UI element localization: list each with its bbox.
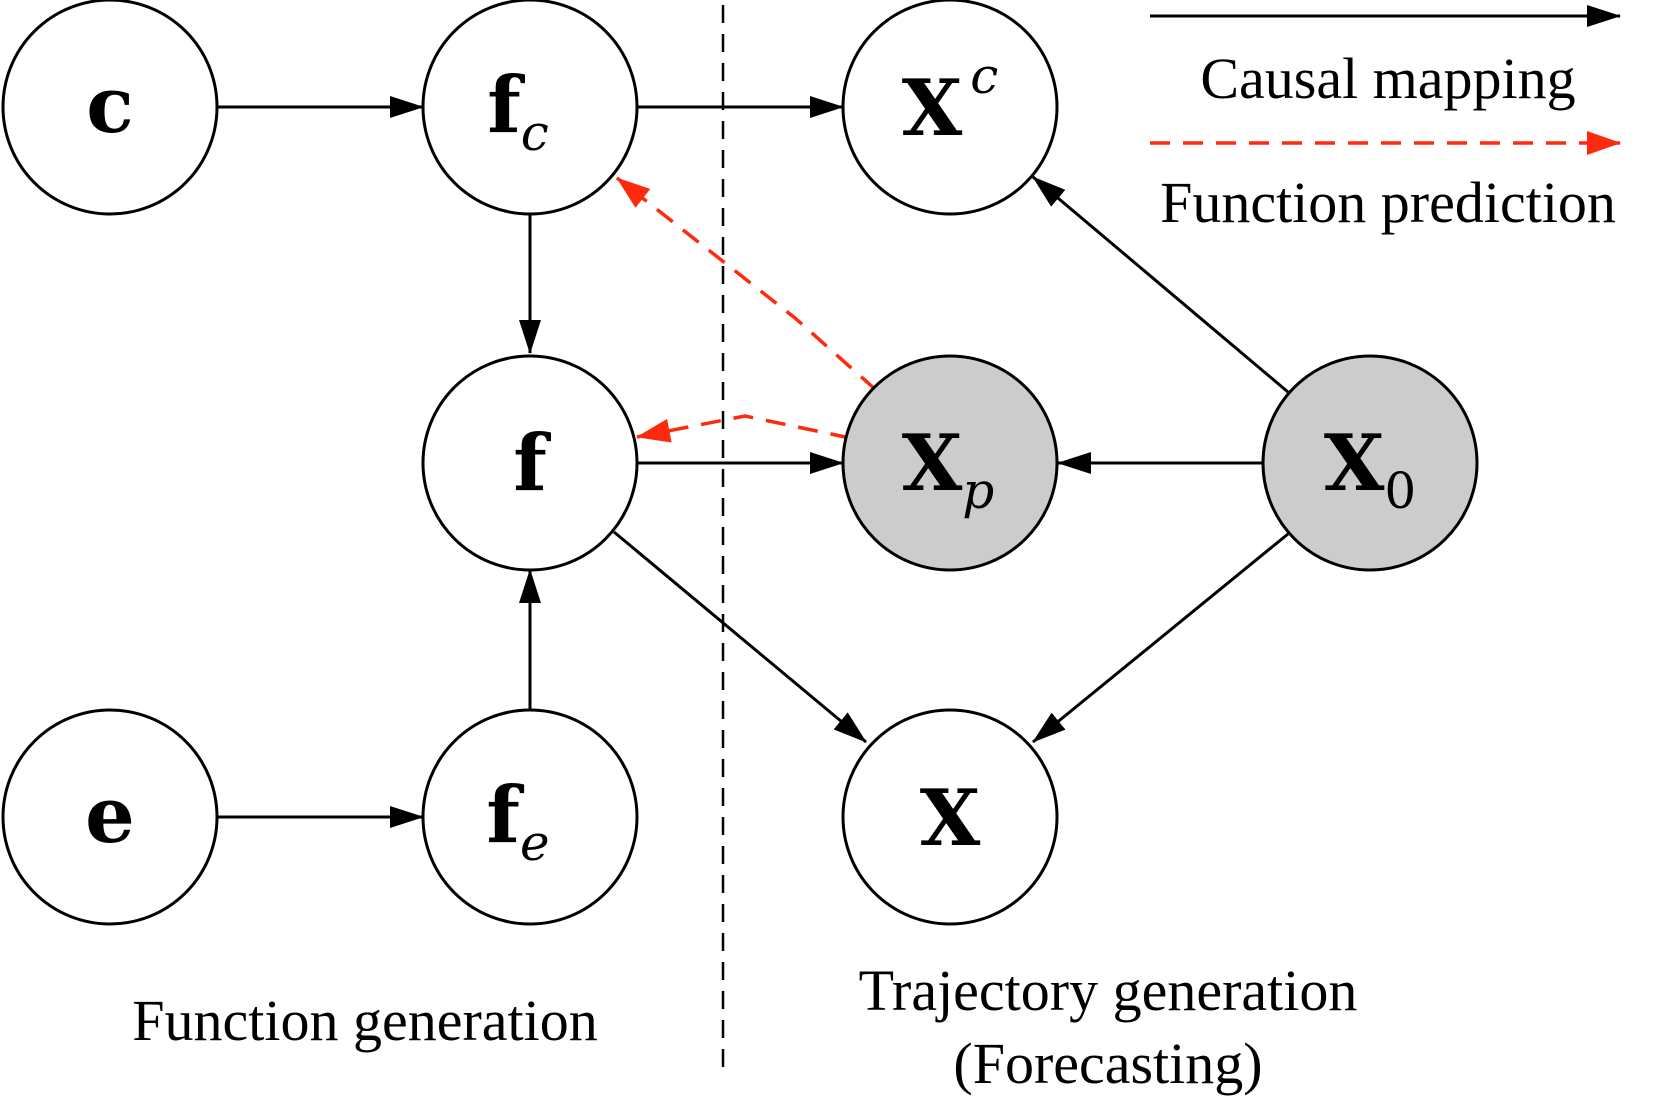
node-fe-main: f xyxy=(486,770,524,861)
node-xp-main: X xyxy=(902,418,963,509)
node-fe-label: fe xyxy=(486,770,549,872)
node-xc-circle xyxy=(841,0,1059,216)
node-x-circle xyxy=(841,708,1059,926)
node-e: e xyxy=(1,708,219,926)
edge-xp-to-fc xyxy=(615,176,878,392)
function-generation-label: Function generation xyxy=(132,988,598,1053)
legend-prediction-label: Function prediction xyxy=(1160,170,1616,235)
node-fc-subscript: c xyxy=(521,104,549,162)
node-c-label: c xyxy=(86,60,134,151)
node-e-circle xyxy=(1,708,219,926)
prediction-edges xyxy=(615,176,878,443)
node-xp-label: Xp xyxy=(902,418,995,520)
node-f-circle xyxy=(421,354,639,572)
node-x0-circle xyxy=(1261,354,1479,572)
edge-xp-to-f xyxy=(636,414,851,443)
node-c-circle xyxy=(1,0,219,216)
legend: Causal mapping Function prediction xyxy=(1150,5,1621,235)
node-x0: X0 xyxy=(1261,354,1479,572)
node-xc-superscript: c xyxy=(970,47,998,105)
node-fc-main: f xyxy=(487,60,525,151)
trajectory-generation-label: Trajectory generation xyxy=(859,958,1358,1023)
edge-x0-to-x xyxy=(1032,532,1289,744)
node-x-label: X xyxy=(920,773,981,864)
node-fc-circle xyxy=(421,0,639,216)
causal-edges xyxy=(218,96,1289,828)
forecasting-label: (Forecasting) xyxy=(953,1031,1262,1096)
legend-causal-label: Causal mapping xyxy=(1200,46,1575,111)
node-fe-circle xyxy=(421,708,639,926)
edge-f-to-x xyxy=(613,530,867,744)
node-fc: fc xyxy=(421,0,639,216)
node-xp-subscript: p xyxy=(962,462,994,520)
node-x: X xyxy=(841,708,1059,926)
node-x0-subscript: 0 xyxy=(1384,462,1416,520)
node-fe: fe xyxy=(421,708,639,926)
edge-x0-to-xc xyxy=(1032,175,1289,394)
node-c: c xyxy=(1,0,219,216)
node-f: f xyxy=(421,354,639,572)
node-x0-main: X xyxy=(1324,418,1385,509)
node-xc-main: X xyxy=(902,63,963,154)
node-fc-label: fc xyxy=(487,60,549,162)
node-xp-circle xyxy=(841,354,1059,572)
node-f-label: f xyxy=(513,418,551,509)
node-x0-label: X0 xyxy=(1324,418,1416,520)
node-fe-subscript: e xyxy=(520,814,550,872)
node-e-label: e xyxy=(85,770,135,861)
node-xp: Xp xyxy=(841,354,1059,572)
